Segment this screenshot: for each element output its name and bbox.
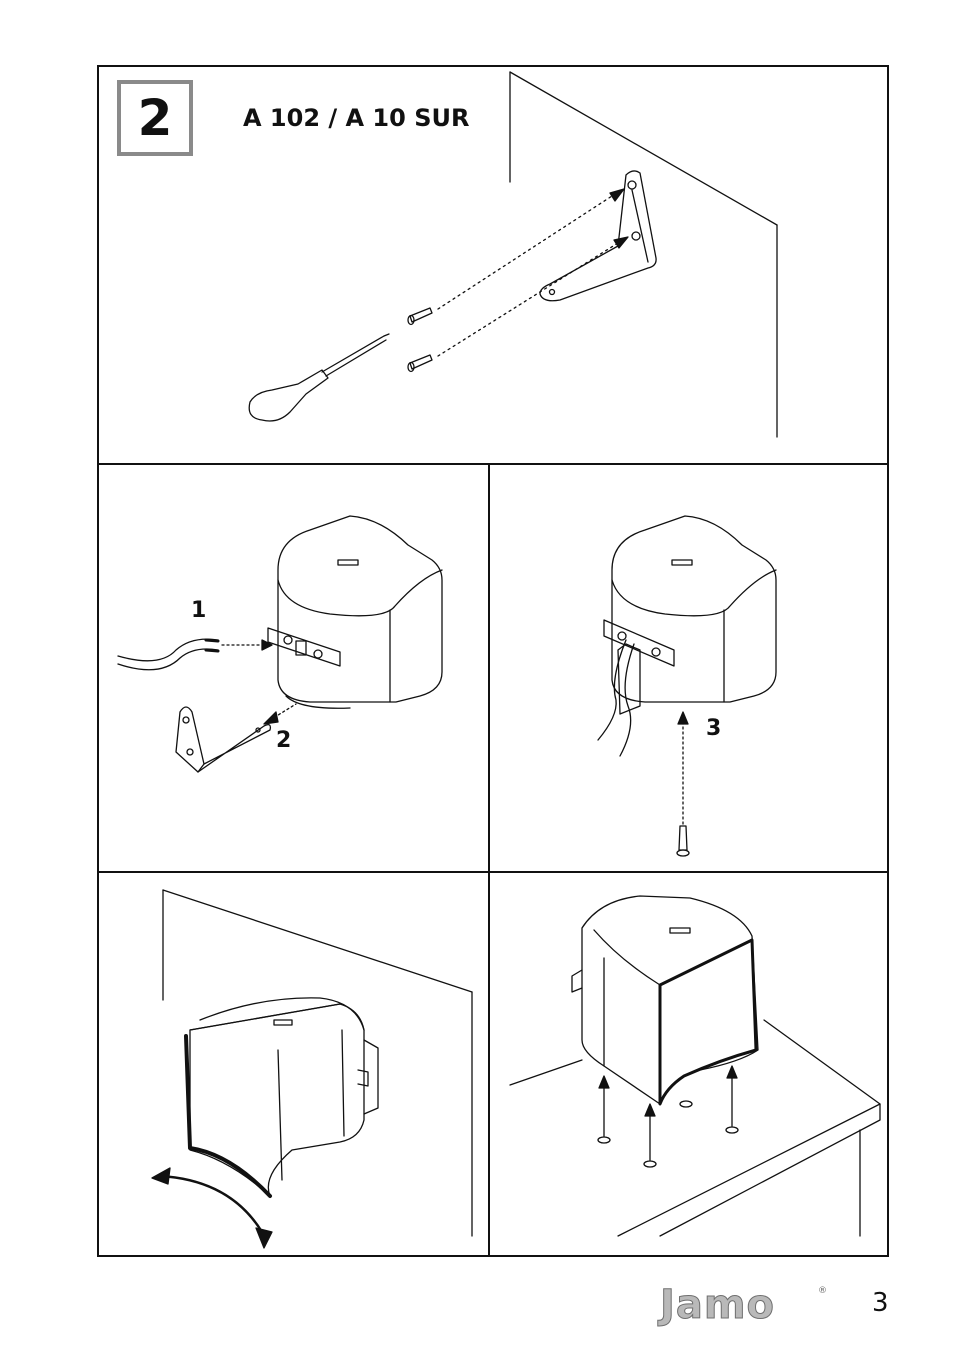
callout-screw: 3 xyxy=(706,716,721,741)
screwdriver-icon xyxy=(249,334,389,421)
brand-logo: Jamo xyxy=(660,1282,775,1328)
speaker-icon xyxy=(186,998,378,1196)
wall-bracket-icon xyxy=(176,707,270,772)
screw-icon xyxy=(677,826,689,856)
speaker-wire xyxy=(598,640,634,756)
arrow-icon xyxy=(610,189,628,248)
shelf-illustration xyxy=(510,1020,880,1236)
rotation-arrow xyxy=(160,1176,262,1232)
screw-icon xyxy=(408,308,432,372)
speaker-wire xyxy=(118,639,218,670)
screw-path-arrows xyxy=(438,196,618,356)
callout-bracket: 2 xyxy=(276,728,291,753)
callout-wire: 1 xyxy=(191,598,206,623)
arrow-icon xyxy=(678,712,688,724)
wall-corner-illustration xyxy=(510,72,777,437)
wall-bracket-icon xyxy=(540,171,656,301)
page-number: 3 xyxy=(872,1288,889,1318)
speaker-icon xyxy=(268,516,442,708)
wall-corner-illustration xyxy=(163,890,472,1236)
arrow-icon xyxy=(262,640,272,650)
arrow-icon xyxy=(264,712,278,724)
registered-mark: ® xyxy=(818,1286,827,1296)
speaker-icon xyxy=(604,516,776,714)
